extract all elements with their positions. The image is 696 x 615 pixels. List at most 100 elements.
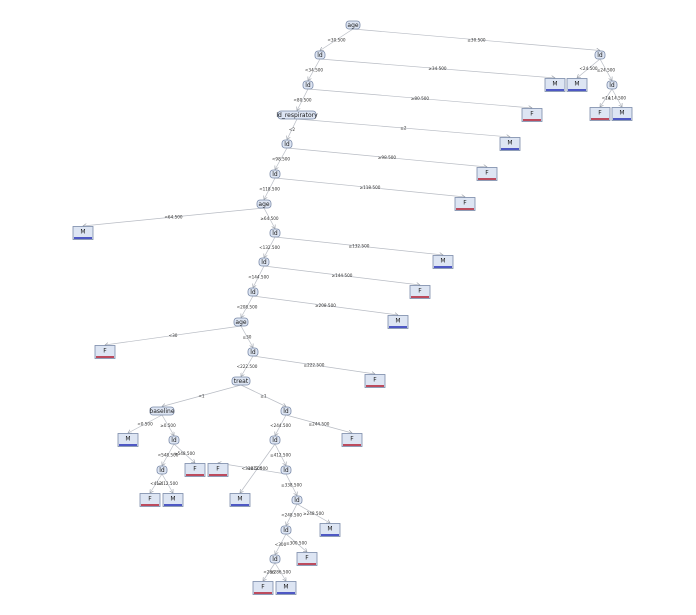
- leaf-node-M[interactable]: M: [544, 78, 566, 92]
- split-node[interactable]: ld: [156, 465, 168, 475]
- node-box: [277, 110, 317, 120]
- split-node[interactable]: ld: [168, 435, 180, 445]
- leaf-node-F[interactable]: F: [521, 108, 543, 122]
- leaf-label: M: [237, 496, 242, 503]
- split-node[interactable]: baseline: [149, 406, 175, 416]
- leaf-node-F[interactable]: F: [184, 463, 206, 477]
- leaf-node-F[interactable]: F: [252, 581, 274, 595]
- tree-edge-n18-n19: [275, 414, 287, 436]
- leaf-node-F[interactable]: F: [207, 463, 229, 477]
- split-node[interactable]: ld: [291, 495, 303, 505]
- leaf-node-M[interactable]: M: [229, 493, 251, 507]
- split-node[interactable]: ld: [280, 465, 292, 475]
- split-node[interactable]: ld: [258, 257, 270, 267]
- node-label: ld: [609, 82, 615, 89]
- leaf-label: M: [80, 229, 85, 236]
- tree-edge-n20-l13: [218, 463, 287, 475]
- leaf-node-M[interactable]: M: [432, 255, 454, 269]
- leaf-node-F[interactable]: F: [454, 197, 476, 211]
- tree-edge-n14-l7: [128, 414, 163, 433]
- edge-label: <300: [275, 542, 287, 547]
- split-node[interactable]: ld: [269, 228, 281, 238]
- class-bar: [96, 356, 114, 358]
- split-node[interactable]: ld_respiratory: [276, 110, 318, 120]
- edge-label: <222.500: [237, 364, 258, 369]
- leaf-node-M[interactable]: M: [566, 78, 588, 92]
- leaf-node-F[interactable]: F: [409, 285, 431, 299]
- node-box: [606, 80, 618, 90]
- leaf-node-F[interactable]: F: [94, 345, 116, 359]
- leaf-node-M[interactable]: M: [275, 581, 297, 595]
- leaf-label: F: [103, 348, 107, 355]
- edge-label: ≥30: [243, 334, 252, 339]
- leaf-node-M[interactable]: M: [72, 226, 94, 240]
- edge-label: <14: [602, 96, 611, 101]
- leaf-node-M[interactable]: M: [117, 433, 139, 447]
- tree-edge-n11-l2: [105, 325, 242, 345]
- split-node[interactable]: age: [256, 199, 272, 209]
- edge-label: <286: [263, 570, 275, 575]
- leaf-node-M[interactable]: M: [499, 137, 521, 151]
- split-node[interactable]: ld: [269, 435, 281, 445]
- split-node[interactable]: ld: [281, 139, 293, 149]
- split-node[interactable]: ld: [280, 525, 292, 535]
- edge-label: ≥412.500: [157, 481, 178, 486]
- tree-edge-n1-n16: [352, 28, 600, 51]
- edges-layer: <30.500≥30.500<24.500≥24.500<14≥14.500<3…: [83, 28, 626, 581]
- class-bar: [231, 504, 249, 506]
- leaf-box: [499, 137, 521, 151]
- leaf-node-M[interactable]: M: [162, 493, 184, 507]
- leaf-box: [319, 523, 341, 537]
- leaf-box: [184, 463, 206, 477]
- leaf-node-F[interactable]: F: [341, 433, 363, 447]
- tree-edge-n2-l21: [319, 58, 555, 78]
- split-node[interactable]: ld: [280, 406, 292, 416]
- edge-label: <208.500: [237, 304, 258, 309]
- leaf-box: [387, 315, 409, 329]
- tree-edge-n10-n11: [241, 295, 254, 318]
- leaf-box: [611, 107, 633, 121]
- split-node[interactable]: age: [233, 317, 249, 327]
- edge-label: ≥248.500: [303, 511, 324, 516]
- node-box: [258, 257, 270, 267]
- class-bar: [298, 563, 316, 565]
- edge-label: <34.500: [305, 67, 323, 72]
- tree-edge-n22-l15: [285, 533, 307, 552]
- split-node[interactable]: ld: [594, 50, 606, 60]
- leaf-box: [589, 107, 611, 121]
- split-node[interactable]: ld: [269, 169, 281, 179]
- tree-edge-n13-n18: [240, 384, 286, 407]
- leaf-label: M: [507, 140, 512, 147]
- leaf-node-F[interactable]: F: [139, 493, 161, 507]
- leaf-node-F[interactable]: F: [476, 167, 498, 181]
- split-node[interactable]: ld: [269, 554, 281, 564]
- leaf-node-M[interactable]: M: [611, 107, 633, 121]
- leaf-node-M[interactable]: M: [387, 315, 409, 329]
- leaf-label: F: [418, 288, 422, 295]
- leaf-node-F[interactable]: F: [364, 374, 386, 388]
- split-node[interactable]: ld: [302, 80, 314, 90]
- class-bar: [141, 504, 159, 506]
- split-node[interactable]: ld: [314, 50, 326, 60]
- node-label: ld: [283, 408, 289, 415]
- split-node[interactable]: age: [345, 20, 361, 30]
- split-node[interactable]: ld: [247, 347, 259, 357]
- leaf-label: M: [552, 81, 557, 88]
- tree-edge-n23-l10: [149, 473, 163, 493]
- leaf-node-F[interactable]: F: [589, 107, 611, 121]
- split-node[interactable]: treat: [231, 376, 251, 386]
- split-node[interactable]: ld: [606, 80, 618, 90]
- tree-edge-n20-n21: [285, 473, 297, 496]
- edge-label: ≥1: [260, 393, 267, 398]
- leaf-box: [454, 197, 476, 211]
- node-box: [269, 228, 281, 238]
- edge-label: <412.500: [247, 466, 268, 471]
- split-node[interactable]: ld: [247, 287, 259, 297]
- leaf-node-F[interactable]: F: [296, 552, 318, 566]
- tree-edge-n6-n7: [264, 177, 276, 200]
- class-bar: [366, 385, 384, 387]
- leaf-label: M: [574, 81, 579, 88]
- leaf-node-M[interactable]: M: [319, 523, 341, 537]
- edge-label: <244.500: [270, 423, 291, 428]
- edge-label: ≥132.500: [349, 244, 370, 249]
